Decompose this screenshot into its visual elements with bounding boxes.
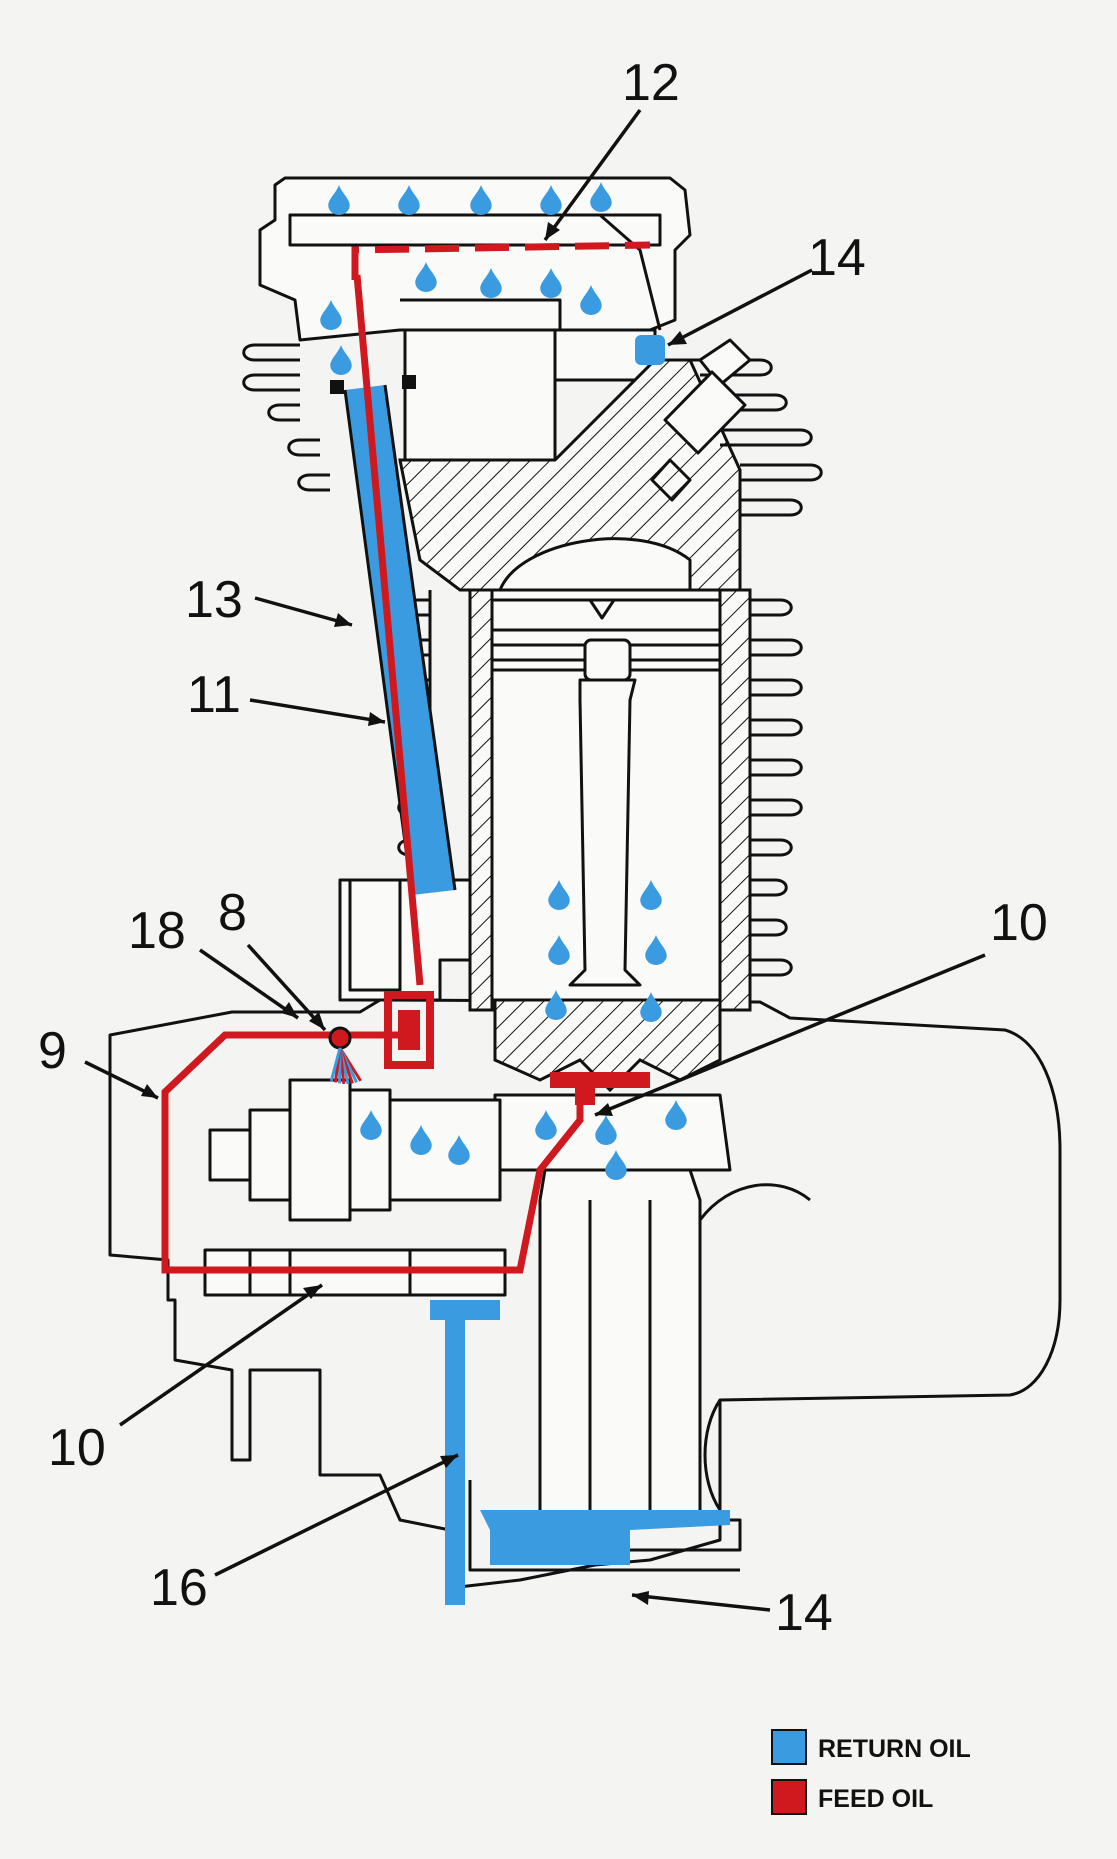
leader-10-left [119, 1283, 323, 1427]
valve-oil-pocket [635, 335, 665, 365]
connecting-rod [493, 678, 722, 1093]
leader-8 [246, 943, 327, 1032]
callout-12: 12 [622, 54, 680, 112]
callout-18: 18 [128, 902, 186, 960]
piston [490, 598, 722, 682]
callout-14-bottom: 14 [775, 1584, 833, 1642]
leader-10-right [594, 953, 986, 1117]
leader-lines [84, 108, 986, 1612]
leader-14-top [667, 268, 813, 347]
leader-16 [214, 1453, 459, 1577]
head-fins-right [690, 358, 823, 517]
callout-labels: 12 14 13 11 8 18 9 10 10 16 14 [38, 54, 1048, 1642]
camshaft-assembly [203, 1078, 507, 1297]
callout-8: 8 [218, 884, 247, 942]
callout-14-top: 14 [808, 229, 866, 287]
callout-16: 16 [150, 1559, 208, 1617]
feed-oil-network [161, 241, 651, 1274]
sump-oil [480, 1510, 730, 1565]
head-fins-left [242, 343, 330, 492]
crankcase-outline [108, 998, 1062, 1590]
oil-spray-jet [329, 1047, 362, 1085]
leader-11 [249, 698, 386, 724]
callout-11: 11 [187, 666, 241, 724]
callout-10-right: 10 [990, 894, 1048, 952]
spark-plug [650, 338, 752, 502]
leader-14-bottom [631, 1593, 771, 1612]
pushrod-tube [330, 375, 457, 896]
legend-feed-label: FEED OIL [818, 1785, 933, 1813]
legend-return-swatch [771, 1729, 807, 1765]
callout-9: 9 [38, 1022, 67, 1080]
legend-feed-swatch [771, 1779, 807, 1815]
leader-13 [254, 596, 353, 627]
callout-13: 13 [185, 571, 243, 629]
callout-10-left: 10 [48, 1419, 106, 1477]
oil-drop [330, 345, 352, 375]
legend-return-label: RETURN OIL [818, 1735, 971, 1763]
leader-18 [199, 948, 299, 1020]
spray-stroke [329, 1047, 342, 1082]
leader-12 [543, 108, 642, 242]
legend: RETURN OIL FEED OIL [771, 1729, 971, 1815]
oil-sump [468, 1480, 740, 1572]
tappet-block [338, 878, 472, 1002]
return-oil-passage-top [430, 1300, 500, 1320]
